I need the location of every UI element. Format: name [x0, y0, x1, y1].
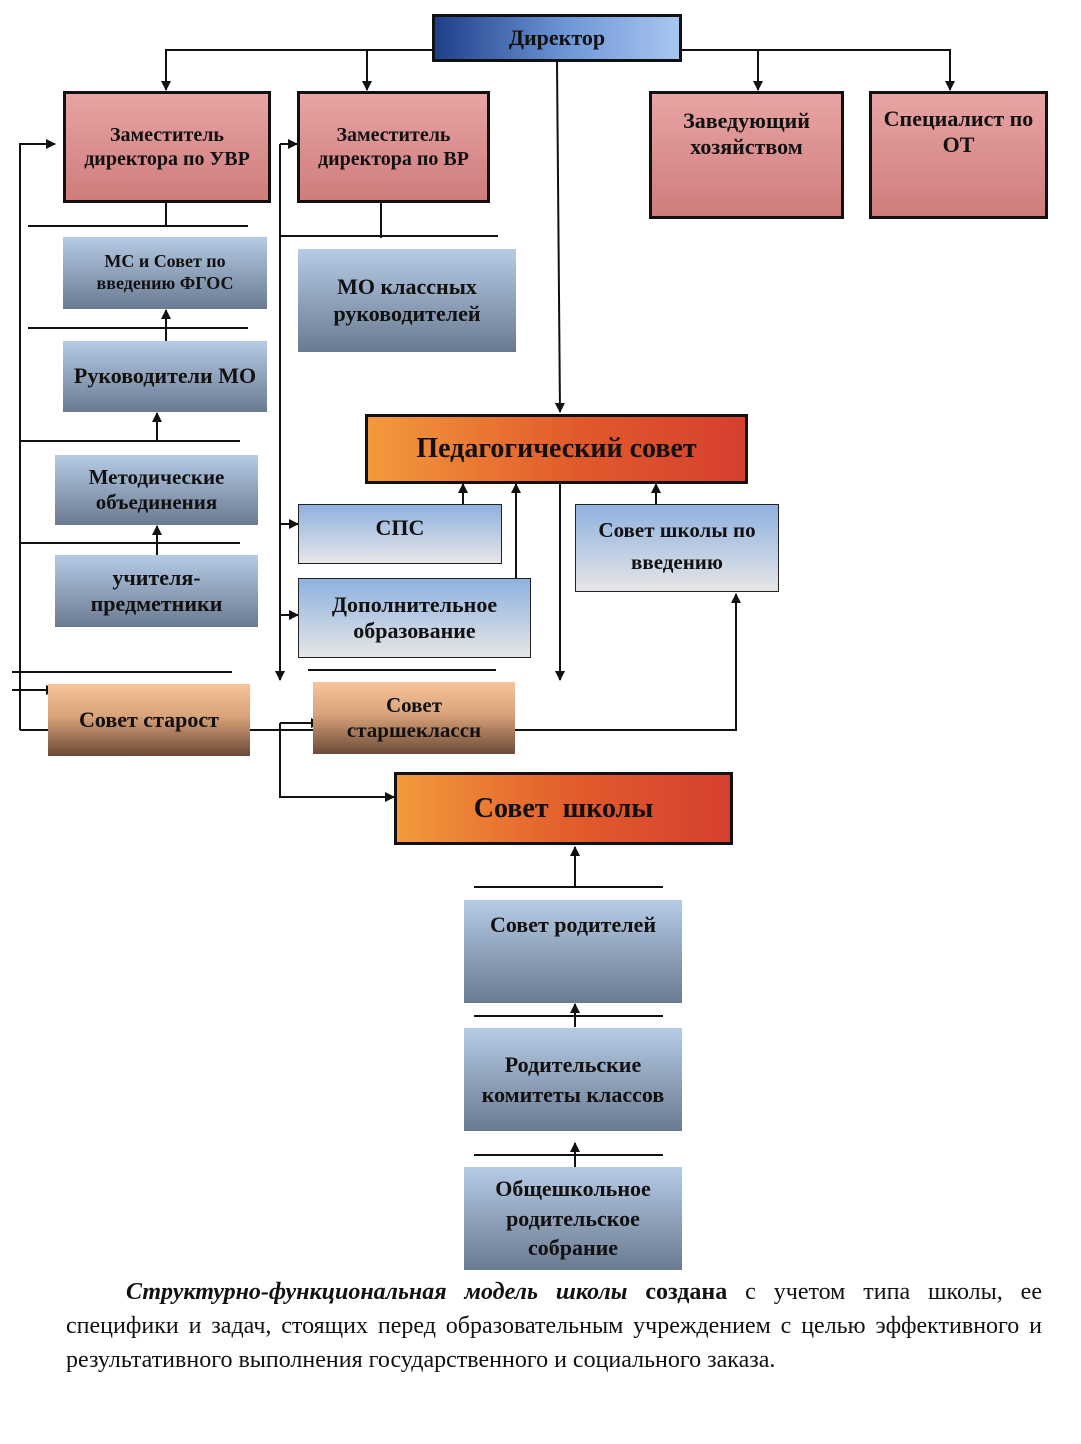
- pedagogical-council-box: Педагогический совет: [365, 414, 748, 484]
- method-unions-box: Методические объединения: [55, 455, 258, 525]
- school-council-box: Совет школы: [394, 772, 733, 845]
- connector-lines: [12, 49, 955, 1167]
- subject-teachers-box: учителя-предметники: [55, 555, 258, 627]
- sps-box: СПС: [298, 504, 502, 564]
- caption-rest-text: с учетом типа школы, ее специфики и зада…: [66, 1279, 1042, 1373]
- director-to-ped-council: [554, 61, 565, 413]
- caption-italic-term: Структурно-функциональная модель школы: [126, 1279, 628, 1305]
- school-council-intro-box: Совет школы по введению: [575, 504, 779, 592]
- deputy-uvr-box: Заместитель директора по УВР: [63, 91, 271, 203]
- seniors-council-box: Совет старшеклассн: [313, 682, 515, 754]
- mo-class-teachers-box: МО классных руководителей: [298, 249, 516, 352]
- director-box: Директор: [432, 14, 682, 62]
- director-top-bus: [161, 49, 434, 91]
- ot-specialist-box: Специалист по ОТ: [869, 91, 1048, 219]
- ms-fgos-box: МС и Совет по введению ФГОС: [63, 237, 267, 309]
- director-right-bus: [682, 49, 955, 91]
- elders-council-box: Совет старост: [48, 684, 250, 756]
- general-parent-meeting-box: Общешкольное родительское собрание: [464, 1167, 682, 1270]
- mo-heads-box: Руководители МО: [63, 341, 267, 412]
- household-head-box: Заведующий хозяйством: [649, 91, 844, 219]
- caption-bold-word: создана: [645, 1279, 728, 1305]
- caption-paragraph: Структурно-функциональная модель школы с…: [66, 1275, 1042, 1377]
- additional-education-box: Дополнительное образование: [298, 578, 531, 658]
- parents-council-box: Совет родителей: [464, 900, 682, 1003]
- left-feedback-line: [19, 139, 56, 730]
- deputy-vr-box: Заместитель директора по ВР: [297, 91, 490, 203]
- class-parent-committees-box: Родительские комитеты классов: [464, 1028, 682, 1131]
